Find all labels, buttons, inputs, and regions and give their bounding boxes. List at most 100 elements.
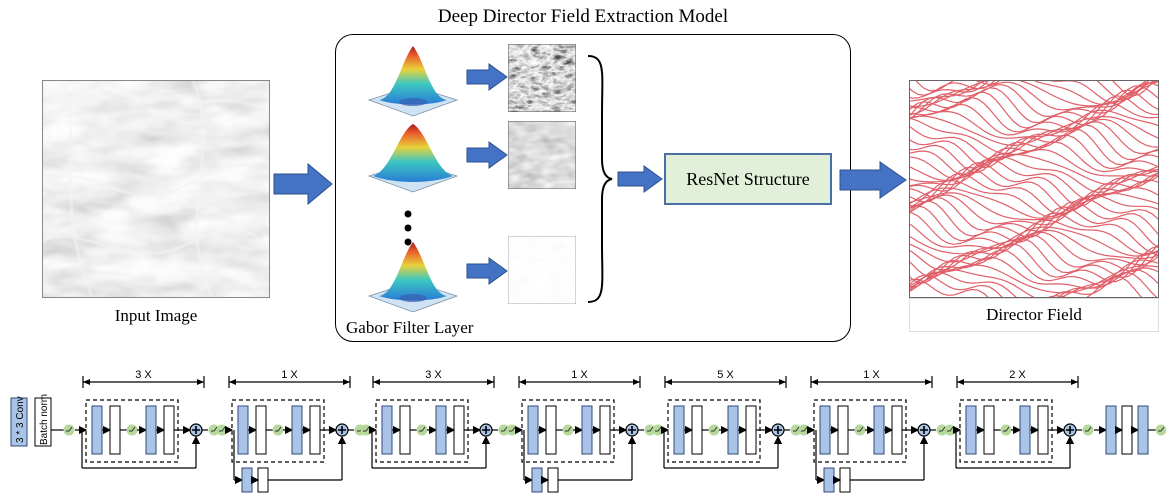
relu-glyph xyxy=(275,426,282,432)
field-line xyxy=(910,231,1158,271)
bn-block xyxy=(257,467,269,493)
bracket-arrowhead xyxy=(373,379,380,385)
relu-glyph xyxy=(647,426,654,432)
relu-glyph xyxy=(565,426,572,432)
gabor-plot-1 xyxy=(367,46,459,117)
bn-block xyxy=(983,405,995,455)
relu-node xyxy=(652,424,664,436)
resnet-structure-box: ResNet Structure xyxy=(664,153,832,205)
filter-response-1 xyxy=(508,44,576,112)
relu-node xyxy=(360,424,372,436)
bracket-arrowhead xyxy=(519,379,526,385)
conv-block xyxy=(91,405,103,455)
field-line xyxy=(910,81,1158,106)
relu-glyph xyxy=(939,426,946,432)
ellipsis-dot xyxy=(404,224,412,232)
bn-block xyxy=(309,405,321,455)
conv-block xyxy=(435,405,447,455)
input-image-texture xyxy=(43,81,269,297)
relu-node xyxy=(1000,424,1012,436)
conv-block xyxy=(531,467,543,493)
relu-node xyxy=(562,424,574,436)
stem-bn-label: Batch norm xyxy=(39,394,50,445)
field-line xyxy=(910,82,1158,120)
arrow-to-resnet xyxy=(617,165,663,193)
bn-block xyxy=(545,405,557,455)
bn-block xyxy=(547,467,559,493)
bracket-arrowhead xyxy=(957,379,964,385)
bracket-arrowhead xyxy=(83,379,90,385)
bn-block xyxy=(839,467,851,493)
field-line xyxy=(910,192,1158,221)
field-line xyxy=(910,158,1158,201)
bracket-arrowhead xyxy=(779,379,786,385)
field-line xyxy=(910,117,1158,154)
conv-block xyxy=(727,405,739,455)
relu-glyph xyxy=(801,426,808,432)
ellipsis-dot xyxy=(404,238,412,246)
relu-node xyxy=(272,424,284,436)
relu-glyph xyxy=(501,426,508,432)
field-line xyxy=(910,179,1158,218)
conv-block xyxy=(1137,405,1149,455)
filter-response-3 xyxy=(508,236,576,304)
repeat-label: 3 X xyxy=(425,369,442,381)
bn-block xyxy=(891,405,903,455)
gabor-layer-caption: Gabor Filter Layer xyxy=(346,318,474,337)
relu-glyph xyxy=(857,426,864,432)
gabor-filter-plots xyxy=(367,46,459,312)
input-image xyxy=(42,80,270,298)
add-glyph xyxy=(1066,426,1074,434)
field-line xyxy=(910,200,1158,238)
field-line xyxy=(910,124,1158,169)
bracket-arrowhead xyxy=(229,379,236,385)
field-line xyxy=(910,141,1158,180)
curly-brace xyxy=(587,55,613,303)
bn-block xyxy=(109,405,121,455)
relu-glyph xyxy=(947,426,954,432)
field-line xyxy=(910,95,1158,133)
field-line xyxy=(910,81,1158,108)
relu-node xyxy=(416,424,428,436)
field-line xyxy=(910,187,1158,219)
bn-block xyxy=(163,405,175,455)
conv-block xyxy=(381,405,393,455)
conv-block xyxy=(873,405,885,455)
relu-glyph xyxy=(211,426,218,432)
add-glyph xyxy=(192,426,200,434)
conv-block xyxy=(291,405,303,455)
add-glyph xyxy=(774,426,782,434)
conv-block xyxy=(673,405,685,455)
relu-node xyxy=(216,424,228,436)
director-field-image xyxy=(909,80,1159,298)
gabor-plot-2 xyxy=(367,124,459,193)
relu-glyph xyxy=(711,426,718,432)
residual-block-outline xyxy=(231,399,325,463)
relu-glyph xyxy=(219,426,226,432)
gabor-plot-3 xyxy=(367,242,459,312)
figure-title: Deep Director Field Extraction Model xyxy=(437,6,729,27)
field-line xyxy=(910,81,1158,115)
relu-glyph xyxy=(1003,426,1010,432)
add-glyph xyxy=(920,426,928,434)
relu-glyph xyxy=(1158,426,1165,432)
repeat-label: 1 X xyxy=(863,369,880,381)
relu-glyph xyxy=(509,426,516,432)
relu-glyph xyxy=(419,426,426,432)
conv-block xyxy=(1019,405,1031,455)
arrow-filter-3 xyxy=(466,257,508,285)
field-line xyxy=(910,226,1158,257)
filter-response-2 xyxy=(508,121,576,189)
field-line xyxy=(910,196,1158,233)
bn-block xyxy=(1121,405,1133,455)
conv-block xyxy=(1105,405,1117,455)
relu-node xyxy=(798,424,810,436)
input-image-caption: Input Image xyxy=(114,306,198,325)
bracket-arrowhead xyxy=(665,379,672,385)
conv-block xyxy=(965,405,977,455)
relu-glyph xyxy=(129,426,136,432)
relu-node xyxy=(854,424,866,436)
relu-node xyxy=(1155,424,1166,436)
conv-block xyxy=(581,405,593,455)
